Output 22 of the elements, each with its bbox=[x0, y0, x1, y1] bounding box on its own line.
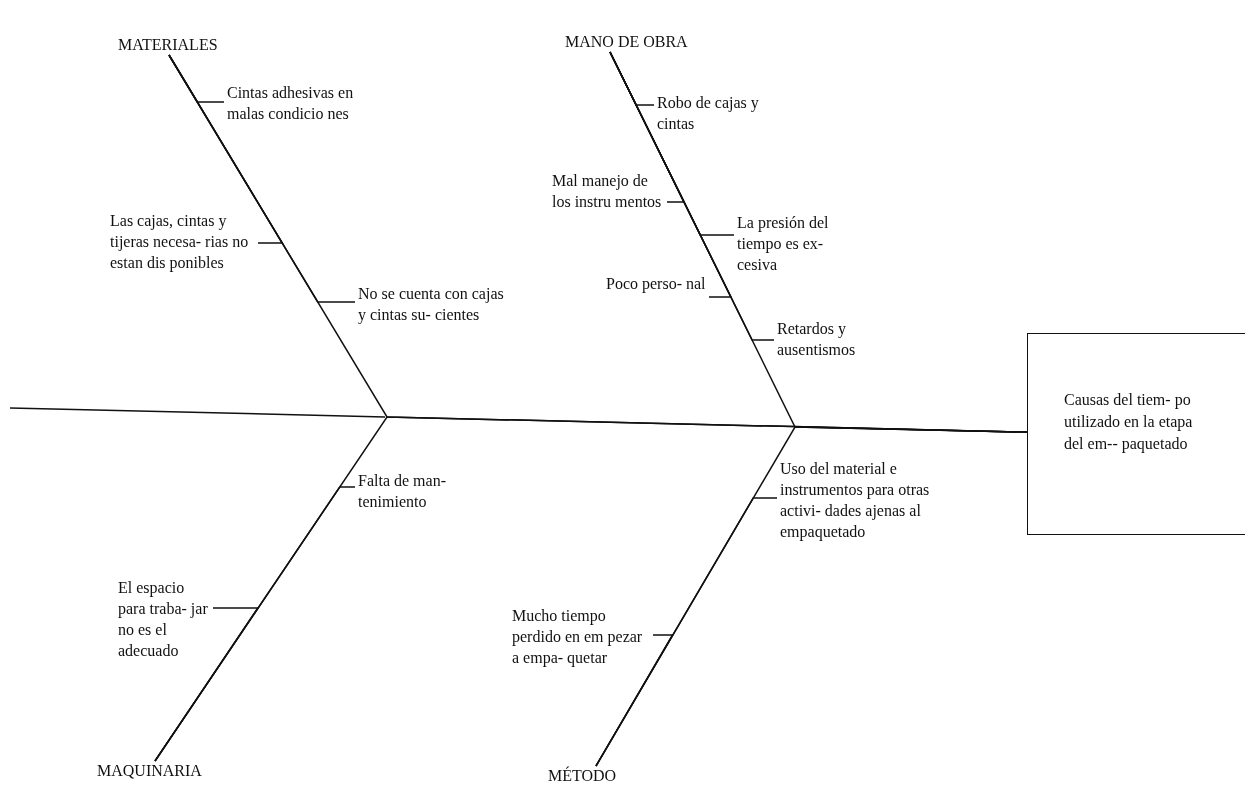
cause-text: Retardos y ausentismos bbox=[777, 318, 892, 360]
cause-text: Robo de cajas y cintas bbox=[657, 92, 782, 134]
category-heading: MÉTODO bbox=[548, 766, 617, 786]
leader-line bbox=[168, 54, 356, 303]
category-heading: MANO DE OBRA bbox=[565, 32, 688, 52]
cause-text: El espacio para traba- jar no es el adecuado bbox=[118, 577, 210, 661]
effect-box bbox=[1027, 333, 1245, 535]
leader-line bbox=[609, 51, 775, 341]
cause-text: Mal manejo de los instru mentos bbox=[552, 170, 664, 212]
category-heading: MATERIALES bbox=[118, 35, 218, 55]
leader-line bbox=[595, 634, 674, 767]
leader-line bbox=[154, 607, 260, 762]
cause-text: Las cajas, cintas y tijeras necesa- rias no estan dis ponibles bbox=[110, 210, 255, 273]
cause-text: La presión del tiempo es ex- cesiva bbox=[737, 212, 862, 275]
effect-text: Causas del tiem- po utilizado en la etapa del em-- paquetado bbox=[1064, 390, 1194, 455]
cause-text: Mucho tiempo perdido en em pezar a empa- quetar bbox=[512, 605, 650, 668]
cause-text: Uso del material e instrumentos para otras activi- dades ajenas al empaquetado bbox=[780, 458, 952, 542]
cause-text: No se cuenta con cajas y cintas su- cientes bbox=[358, 283, 508, 325]
category-heading: MAQUINARIA bbox=[97, 761, 202, 781]
cause-text: Falta de man- tenimiento bbox=[358, 470, 478, 512]
cause-text: Cintas adhesivas en malas condicio nes bbox=[227, 82, 382, 124]
cause-text: Poco perso- nal bbox=[606, 273, 706, 294]
